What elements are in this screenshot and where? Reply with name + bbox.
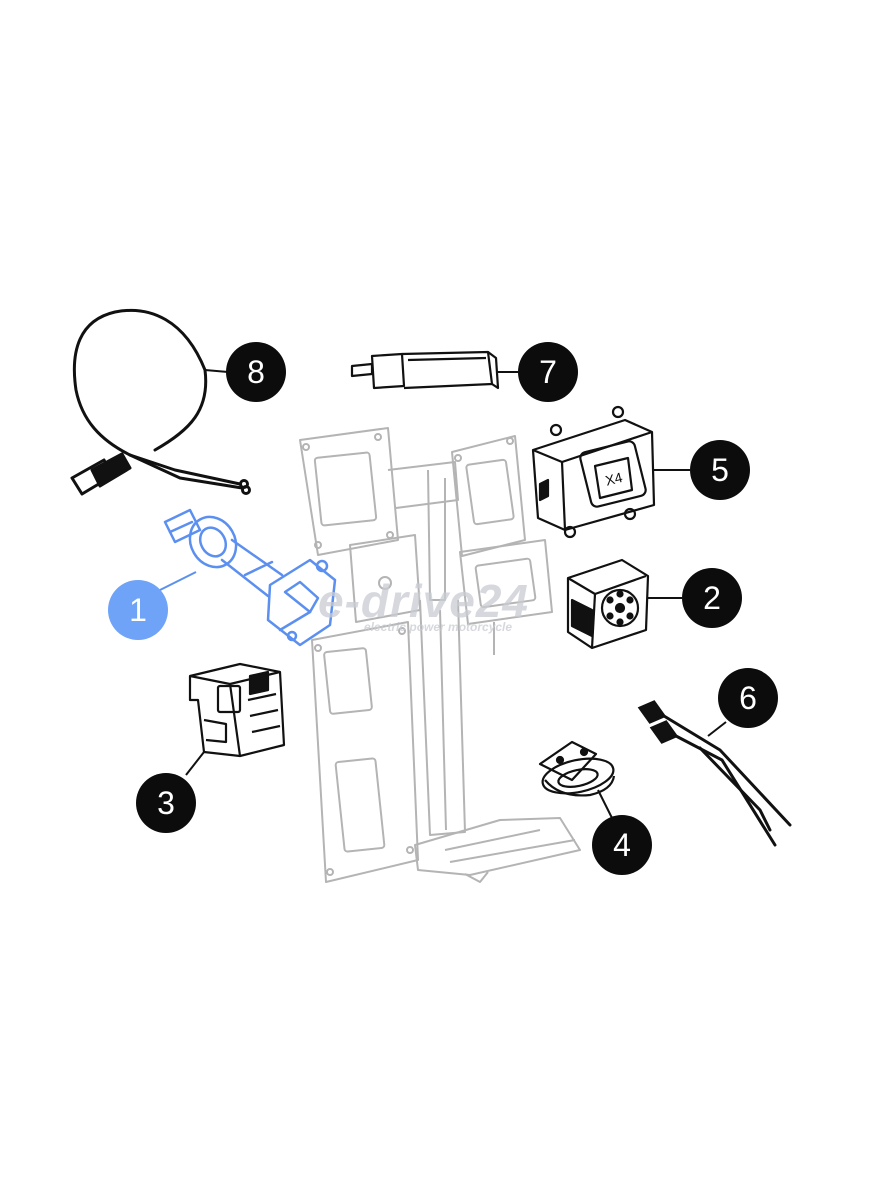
part-2-callout[interactable]: 2 [682,568,742,628]
horn-illustration [538,740,616,797]
part-8-callout[interactable]: 8 [226,342,286,402]
connector-block-illustration [566,558,650,650]
part-3-callout[interactable]: 3 [136,773,196,833]
leader-lines [159,369,727,819]
mounting-frame [299,427,581,883]
ignition-switch-illustration [163,508,337,647]
controller-unit-illustration: X4 [531,405,656,539]
power-cable-illustration [70,308,251,496]
part-6-callout[interactable]: 6 [718,668,778,728]
relay-illustration [350,350,500,390]
switch-housing-illustration [188,662,286,758]
part-4-callout[interactable]: 4 [592,815,652,875]
part-7-callout[interactable]: 7 [518,342,578,402]
part-1-callout[interactable]: 1 [108,580,168,640]
svg-text:X4: X4 [604,469,625,489]
part-5-callout[interactable]: 5 [690,440,750,500]
wiring-loom-illustration [637,700,792,847]
